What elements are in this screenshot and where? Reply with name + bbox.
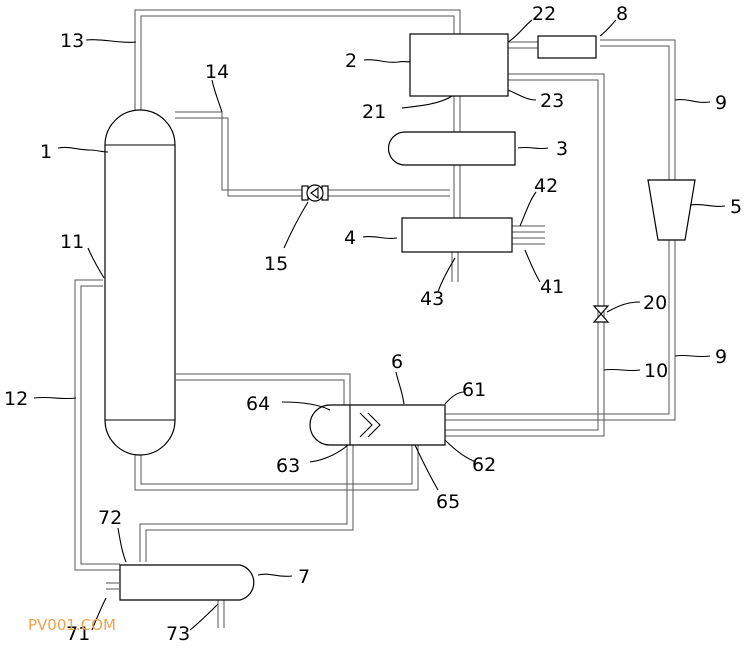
pipe-41-42 [512, 225, 545, 245]
leader-62 [444, 439, 477, 463]
label-2: 2 [345, 50, 357, 72]
leader-71 [91, 597, 107, 631]
labels: 1 2 3 4 5 6 7 8 9 9 10 11 12 13 14 15 20… [4, 3, 742, 645]
leader-73 [189, 603, 219, 631]
leader-14 [211, 79, 223, 113]
label-9b: 9 [715, 346, 727, 368]
label-20: 20 [643, 292, 667, 314]
leader-12 [33, 396, 77, 400]
leader-lines [33, 19, 726, 631]
pipe-9-upper [600, 39, 676, 180]
leader-4 [362, 236, 398, 239]
leader-23 [507, 89, 537, 101]
pipe-43 [451, 250, 459, 282]
leader-64 [281, 401, 331, 411]
label-21: 21 [362, 101, 386, 123]
leader-3 [517, 146, 549, 150]
cone-5 [647, 179, 696, 241]
label-72: 72 [98, 507, 122, 529]
leader-15 [283, 201, 309, 249]
label-1: 1 [40, 141, 52, 163]
label-64: 64 [246, 393, 270, 415]
label-71: 71 [66, 623, 90, 645]
pipe-65 [134, 445, 419, 491]
label-41: 41 [540, 276, 564, 298]
label-6: 6 [391, 351, 403, 373]
label-73: 73 [166, 623, 190, 645]
vessel-4 [401, 217, 513, 253]
tank-3 [387, 131, 516, 166]
column-1 [104, 109, 176, 456]
leader-42 [519, 191, 537, 227]
leader-61 [444, 391, 465, 405]
label-3: 3 [556, 138, 568, 160]
label-43: 43 [420, 288, 444, 310]
leader-10 [603, 368, 641, 372]
pipes [74, 9, 676, 628]
pipe-10 [445, 73, 605, 437]
leader-7 [257, 573, 293, 577]
label-63: 63 [276, 455, 300, 477]
pump-15-arrow [310, 186, 319, 200]
leader-9b [674, 354, 711, 358]
leader-1 [57, 146, 109, 153]
label-15: 15 [264, 253, 288, 275]
leader-6 [395, 371, 405, 405]
pipe-71 [106, 582, 119, 590]
leader-8 [599, 19, 617, 37]
label-5: 5 [730, 196, 742, 218]
leader-20 [606, 301, 641, 313]
label-7: 7 [298, 566, 310, 588]
label-11: 11 [60, 231, 84, 253]
label-14: 14 [205, 61, 229, 83]
unit-8 [537, 35, 597, 59]
drum-7 [119, 564, 255, 601]
leader-2 [363, 59, 411, 63]
pipe-9-lower [445, 240, 676, 421]
pipe-73 [217, 598, 225, 628]
label-12: 12 [4, 388, 28, 410]
label-22: 22 [532, 3, 556, 25]
leader-41 [524, 249, 541, 283]
pipe-63 [139, 445, 354, 562]
label-62: 62 [472, 454, 496, 476]
label-8: 8 [616, 3, 628, 25]
exchanger-6 [309, 404, 446, 446]
pipe-2-8 [508, 41, 538, 49]
leader-13 [85, 39, 137, 43]
leader-5 [689, 204, 726, 207]
valve-20 [592, 305, 610, 323]
label-65: 65 [436, 491, 460, 513]
label-10: 10 [644, 360, 668, 382]
leader-22 [507, 19, 533, 43]
vessel-2 [409, 33, 509, 97]
exchanger-6-shell [309, 404, 446, 446]
label-42: 42 [534, 175, 558, 197]
leader-63 [309, 444, 349, 463]
pipe-12 [74, 279, 120, 571]
leader-65 [414, 444, 439, 491]
leader-9a [674, 99, 711, 103]
leader-43 [437, 257, 456, 293]
pipe-14 [175, 111, 450, 197]
pipe-64 [176, 373, 351, 405]
exchanger-6-tube [359, 412, 381, 438]
leader-72 [117, 527, 127, 563]
pump-15-body [306, 184, 324, 202]
pump-15 [301, 184, 329, 202]
label-4: 4 [344, 227, 356, 249]
label-23: 23 [540, 90, 564, 112]
leader-11 [87, 247, 105, 279]
watermark: PV001.COM [28, 616, 116, 634]
label-61: 61 [462, 379, 486, 401]
label-13: 13 [60, 30, 84, 52]
label-9a: 9 [715, 92, 727, 114]
leader-21 [401, 95, 453, 109]
